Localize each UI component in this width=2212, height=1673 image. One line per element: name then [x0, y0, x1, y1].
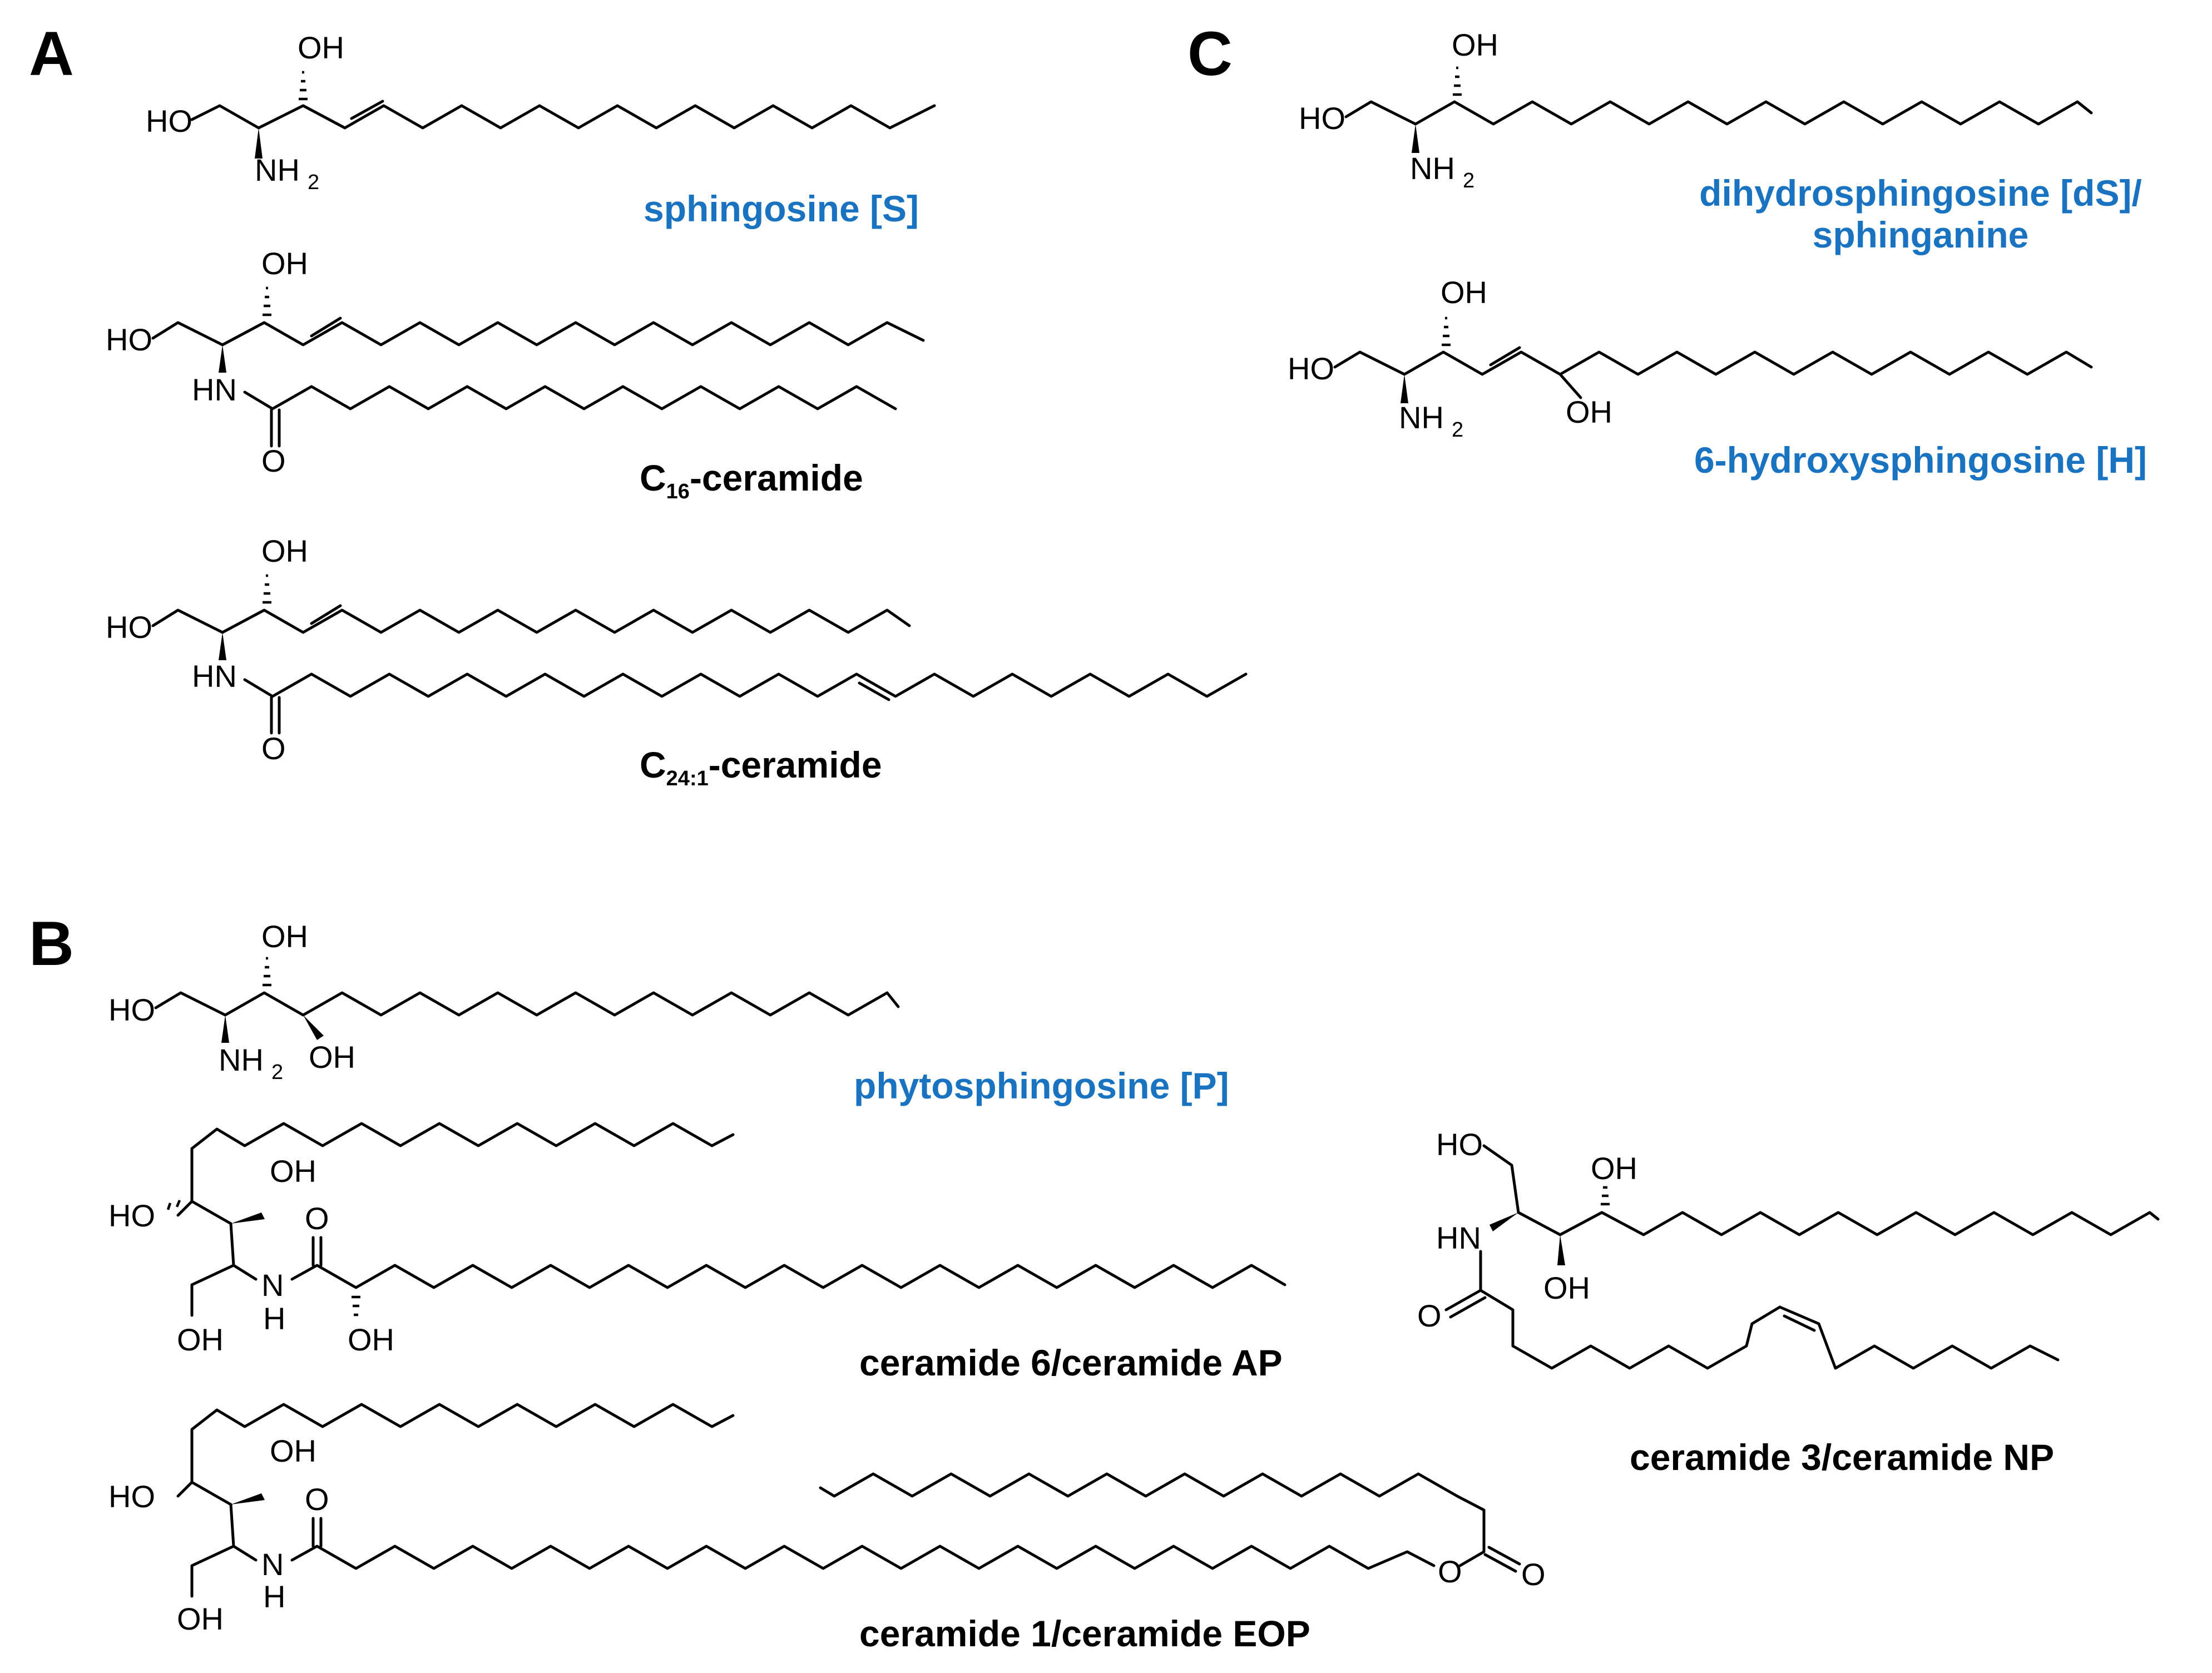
c24-ceramide-structure: HO OH HN O: [106, 533, 1248, 766]
atom-label: OH: [298, 30, 344, 65]
atom-label: HO: [108, 1479, 155, 1514]
caption-ceramide-np: ceramide 3/ceramide NP: [1630, 1437, 2054, 1478]
atom-label: OH: [177, 1322, 224, 1357]
atom-label: HO: [146, 103, 192, 138]
phytosphingosine-structure: HO OH NH 2 OH: [108, 919, 900, 1084]
atom-label: HO: [106, 322, 152, 357]
atom-label: HO: [1436, 1127, 1483, 1162]
caption-ceramide-eop: ceramide 1/ceramide EOP: [859, 1613, 1310, 1654]
panel-letter-c: C: [1187, 19, 1233, 88]
ceramide-ap-structure: HO OH O N H OH OH: [108, 1122, 1286, 1357]
atom-label: H: [263, 1301, 285, 1336]
ceramide-np-structure: HO OH HN OH O: [1417, 1127, 2160, 1370]
sphingosine-structure: HO OH NH 2: [146, 30, 936, 194]
atom-label: OH: [261, 533, 308, 568]
atom-label: OH: [1543, 1270, 1590, 1305]
atom-label: HN: [192, 659, 237, 694]
atom-label: OH: [1441, 275, 1487, 310]
atom-label: HO: [106, 610, 152, 645]
atom-label: O: [1438, 1554, 1462, 1589]
atom-label: H: [263, 1579, 285, 1614]
atom-label: HO: [1299, 101, 1345, 136]
atom-label: O: [1521, 1557, 1546, 1592]
atom-label: O: [305, 1201, 329, 1236]
caption-sphingosine: sphingosine [S]: [644, 188, 919, 229]
caption-c16-ceramide: C16-ceramide: [640, 457, 863, 503]
caption-phytosphingosine: phytosphingosine [P]: [854, 1065, 1229, 1106]
atom-label: NH: [1399, 400, 1444, 435]
atom-label: NH: [1410, 151, 1455, 186]
atom-label: HN: [1436, 1220, 1481, 1255]
atom-label: OH: [270, 1433, 316, 1468]
atom-label: N: [261, 1268, 284, 1303]
atom-label: NH: [219, 1042, 264, 1077]
atom-label: OH: [261, 919, 308, 954]
panel-letter-a: A: [29, 19, 74, 88]
panel-letter-b: B: [29, 909, 74, 978]
atom-label: 2: [1463, 169, 1474, 192]
atom-label: O: [261, 731, 286, 766]
atom-label: O: [305, 1482, 329, 1517]
atom-label: HO: [108, 1198, 155, 1233]
caption-dihydrosphingosine-line2: sphinganine: [1813, 214, 2029, 255]
caption-c24-ceramide: C24:1-ceramide: [640, 744, 882, 790]
atom-label: 2: [1452, 418, 1463, 442]
atom-label: OH: [261, 246, 308, 281]
atom-label: OH: [1566, 394, 1612, 429]
atom-label: OH: [309, 1040, 355, 1075]
caption-hydroxysphingosine: 6-hydroxysphingosine [H]: [1694, 439, 2147, 481]
atom-label: N: [261, 1547, 284, 1582]
atom-label: HN: [192, 372, 237, 407]
atom-label: 2: [271, 1061, 283, 1084]
ceramide-eop-structure: HO OH O N H OH O O: [108, 1403, 1546, 1636]
atom-label: OH: [177, 1601, 224, 1636]
atom-label: 2: [308, 171, 319, 194]
atom-label: OH: [1452, 27, 1498, 62]
atom-label: O: [1417, 1298, 1442, 1333]
c16-ceramide-structure: HO OH HN O: [106, 246, 925, 478]
caption-ceramide-ap: ceramide 6/ceramide AP: [859, 1342, 1283, 1383]
atom-label: OH: [1591, 1151, 1637, 1186]
atom-label: HO: [108, 992, 155, 1027]
hydroxysphingosine-structure: HO OH NH 2 OH: [1288, 275, 2093, 442]
atom-label: OH: [348, 1322, 394, 1357]
atom-label: O: [261, 443, 286, 478]
caption-dihydrosphingosine-line1: dihydrosphingosine [dS]/: [1699, 172, 2142, 214]
dihydrosphingosine-structure: HO OH NH 2: [1299, 27, 2093, 192]
atom-label: OH: [270, 1154, 316, 1189]
atom-label: HO: [1288, 351, 1334, 386]
